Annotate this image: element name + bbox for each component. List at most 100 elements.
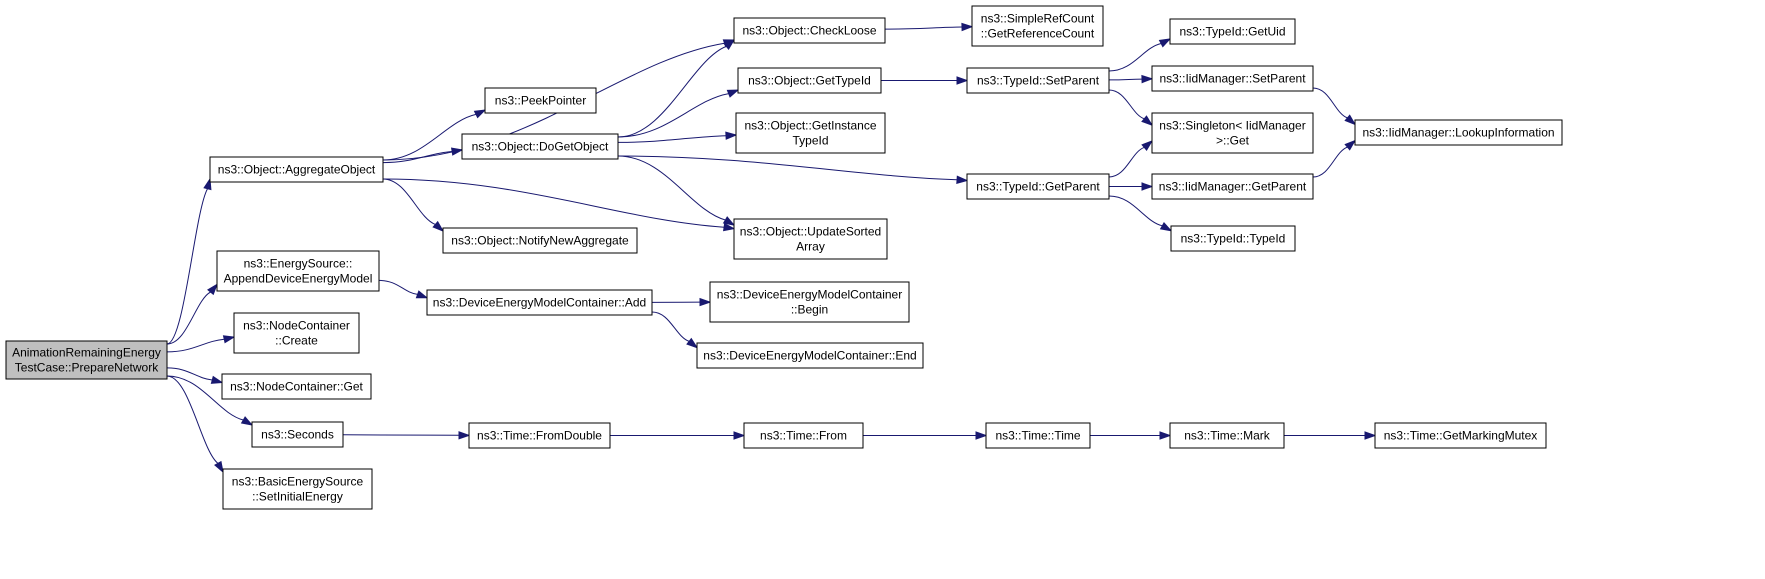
- node-timefrom[interactable]: ns3::Time::From: [743, 422, 864, 449]
- edge-root-to-setinitial: [166, 375, 224, 474]
- node-label: ns3::PeekPointer: [495, 94, 586, 108]
- node-label: ns3::Time::Mark: [1184, 429, 1271, 443]
- node-gettypeid[interactable]: ns3::Object::GetTypeId: [737, 67, 882, 94]
- node-appenddev[interactable]: ns3::EnergySource::AppendDeviceEnergyMod…: [216, 250, 380, 292]
- edge-dogetobject-to-getinstancetypeid: [617, 131, 738, 143]
- node-box: [735, 112, 886, 154]
- edge-aggregate-to-peek: [382, 109, 487, 161]
- edge-fromdouble-to-timefrom: [609, 431, 746, 440]
- edge-arrowhead: [1141, 182, 1154, 191]
- edge-checkloose-to-simplerefcount: [884, 22, 974, 32]
- edge-line: [166, 375, 219, 464]
- node-box: [1169, 422, 1285, 449]
- edge-arrowhead: [240, 416, 254, 426]
- edge-arrowhead: [956, 76, 969, 85]
- node-label: ns3::Object::GetTypeId: [748, 74, 871, 88]
- edge-line: [1108, 89, 1145, 120]
- node-ncget[interactable]: ns3::NodeContainer::Get: [221, 373, 372, 400]
- node-iidgetparent[interactable]: ns3::IidManager::GetParent: [1151, 173, 1314, 200]
- node-box: [5, 340, 168, 380]
- node-notifynew[interactable]: ns3::Object::NotifyNewAggregate: [442, 227, 638, 254]
- edge-arrowhead: [686, 337, 699, 349]
- node-box: [1151, 112, 1314, 154]
- edge-arrowhead: [733, 431, 746, 440]
- edge-arrowhead: [1159, 221, 1173, 232]
- node-box: [1151, 65, 1314, 92]
- node-aggregate[interactable]: ns3::Object::AggregateObject: [209, 156, 384, 183]
- node-box: [461, 133, 619, 160]
- node-singleton[interactable]: ns3::Singleton< IidManager >::Get: [1151, 112, 1314, 154]
- edge-arrowhead: [975, 431, 988, 440]
- node-label: ::SetInitialEnergy: [252, 490, 343, 504]
- edge-typeidsetparent-to-getuid: [1108, 38, 1172, 72]
- node-label: ns3::Singleton< IidManager: [1159, 119, 1305, 133]
- node-setinitial[interactable]: ns3::BasicEnergySource::SetInitialEnergy: [222, 468, 373, 510]
- edge-line: [617, 93, 729, 138]
- node-getuid[interactable]: ns3::TypeId::GetUid: [1169, 18, 1296, 45]
- node-label: ns3::NodeContainer: [243, 319, 350, 333]
- node-checkloose[interactable]: ns3::Object::CheckLoose: [733, 17, 886, 44]
- edge-arrowhead: [214, 460, 224, 474]
- edge-aggregate-to-dogetobject: [382, 147, 464, 164]
- node-label: ns3::EnergySource::: [244, 257, 353, 271]
- node-peek[interactable]: ns3::PeekPointer: [484, 87, 597, 114]
- node-box: [1354, 119, 1563, 146]
- edge-arrowhead: [1158, 38, 1172, 48]
- edge-iidsetparent-to-lookupinfo: [1312, 87, 1357, 126]
- edge-seconds-to-fromdouble: [342, 431, 471, 440]
- edge-demcadd-to-demcbegin: [651, 297, 712, 307]
- node-fromdouble[interactable]: ns3::Time::FromDouble: [468, 422, 611, 449]
- edge-iidgetparent-to-lookupinfo: [1312, 139, 1357, 178]
- edge-line: [617, 155, 726, 221]
- edge-line: [1108, 195, 1163, 227]
- node-label: ns3::IidManager::LookupInformation: [1362, 126, 1554, 140]
- edge-arrowhead: [222, 335, 236, 344]
- node-label: ns3::DeviceEnergyModelContainer::Add: [433, 296, 646, 310]
- node-label: ns3::DeviceEnergyModelContainer::End: [703, 349, 916, 363]
- node-label: ns3::Time::From: [760, 429, 847, 443]
- edge-line: [382, 178, 725, 228]
- node-demcend[interactable]: ns3::DeviceEnergyModelContainer::End: [696, 342, 924, 369]
- node-label: ns3::Object::UpdateSorted: [740, 225, 881, 239]
- node-box: [468, 422, 611, 449]
- node-dogetobject[interactable]: ns3::Object::DoGetObject: [461, 133, 619, 160]
- node-typeidgetparent[interactable]: ns3::TypeId::GetParent: [966, 173, 1110, 200]
- node-demcbegin[interactable]: ns3::DeviceEnergyModelContainer::Begin: [709, 281, 910, 323]
- edge-dogetobject-to-gettypeid: [617, 89, 740, 138]
- edge-arrowhead: [210, 375, 224, 384]
- node-nccreate[interactable]: ns3::NodeContainer::Create: [233, 312, 360, 354]
- node-root[interactable]: AnimationRemainingEnergyTestCase::Prepar…: [5, 340, 168, 380]
- node-label: ns3::Object::DoGetObject: [472, 140, 609, 154]
- node-typeidsetparent[interactable]: ns3::TypeId::SetParent: [966, 67, 1110, 94]
- node-label: AppendDeviceEnergyModel: [224, 272, 373, 286]
- edge-line: [651, 311, 690, 342]
- edge-arrowhead: [450, 147, 464, 156]
- node-iidsetparent[interactable]: ns3::IidManager::SetParent: [1151, 65, 1314, 92]
- node-timetime[interactable]: ns3::Time::Time: [985, 422, 1091, 449]
- node-box: [966, 67, 1110, 94]
- edge-arrowhead: [415, 290, 429, 299]
- node-box: [222, 468, 373, 510]
- edge-timefrom-to-timetime: [862, 431, 988, 440]
- node-getmarkingmutex[interactable]: ns3::Time::GetMarkingMutex: [1374, 422, 1547, 449]
- node-box: [737, 67, 882, 94]
- edge-aggregate-to-updatesorted: [382, 178, 736, 232]
- node-lookupinfo[interactable]: ns3::IidManager::LookupInformation: [1354, 119, 1563, 146]
- edge-line: [617, 45, 727, 138]
- edge-arrowhead: [1364, 431, 1377, 440]
- node-label: ns3::IidManager::GetParent: [1159, 180, 1307, 194]
- node-timemark[interactable]: ns3::Time::Mark: [1169, 422, 1285, 449]
- edge-typeidsetparent-to-iidsetparent: [1108, 74, 1154, 84]
- node-seconds[interactable]: ns3::Seconds: [251, 421, 344, 448]
- node-demcadd[interactable]: ns3::DeviceEnergyModelContainer::Add: [426, 289, 653, 316]
- node-typeidtypeid[interactable]: ns3::TypeId::TypeId: [1170, 225, 1296, 252]
- edge-arrowhead: [723, 222, 736, 232]
- node-label: AnimationRemainingEnergy: [12, 346, 161, 360]
- node-label: ns3::TypeId::TypeId: [1181, 232, 1286, 246]
- edge-arrowhead: [1141, 74, 1154, 84]
- edge-arrowhead: [207, 283, 218, 296]
- node-simplerefcount[interactable]: ns3::SimpleRefCount::GetReferenceCount: [971, 5, 1104, 47]
- edge-typeidsetparent-to-singleton: [1108, 89, 1154, 127]
